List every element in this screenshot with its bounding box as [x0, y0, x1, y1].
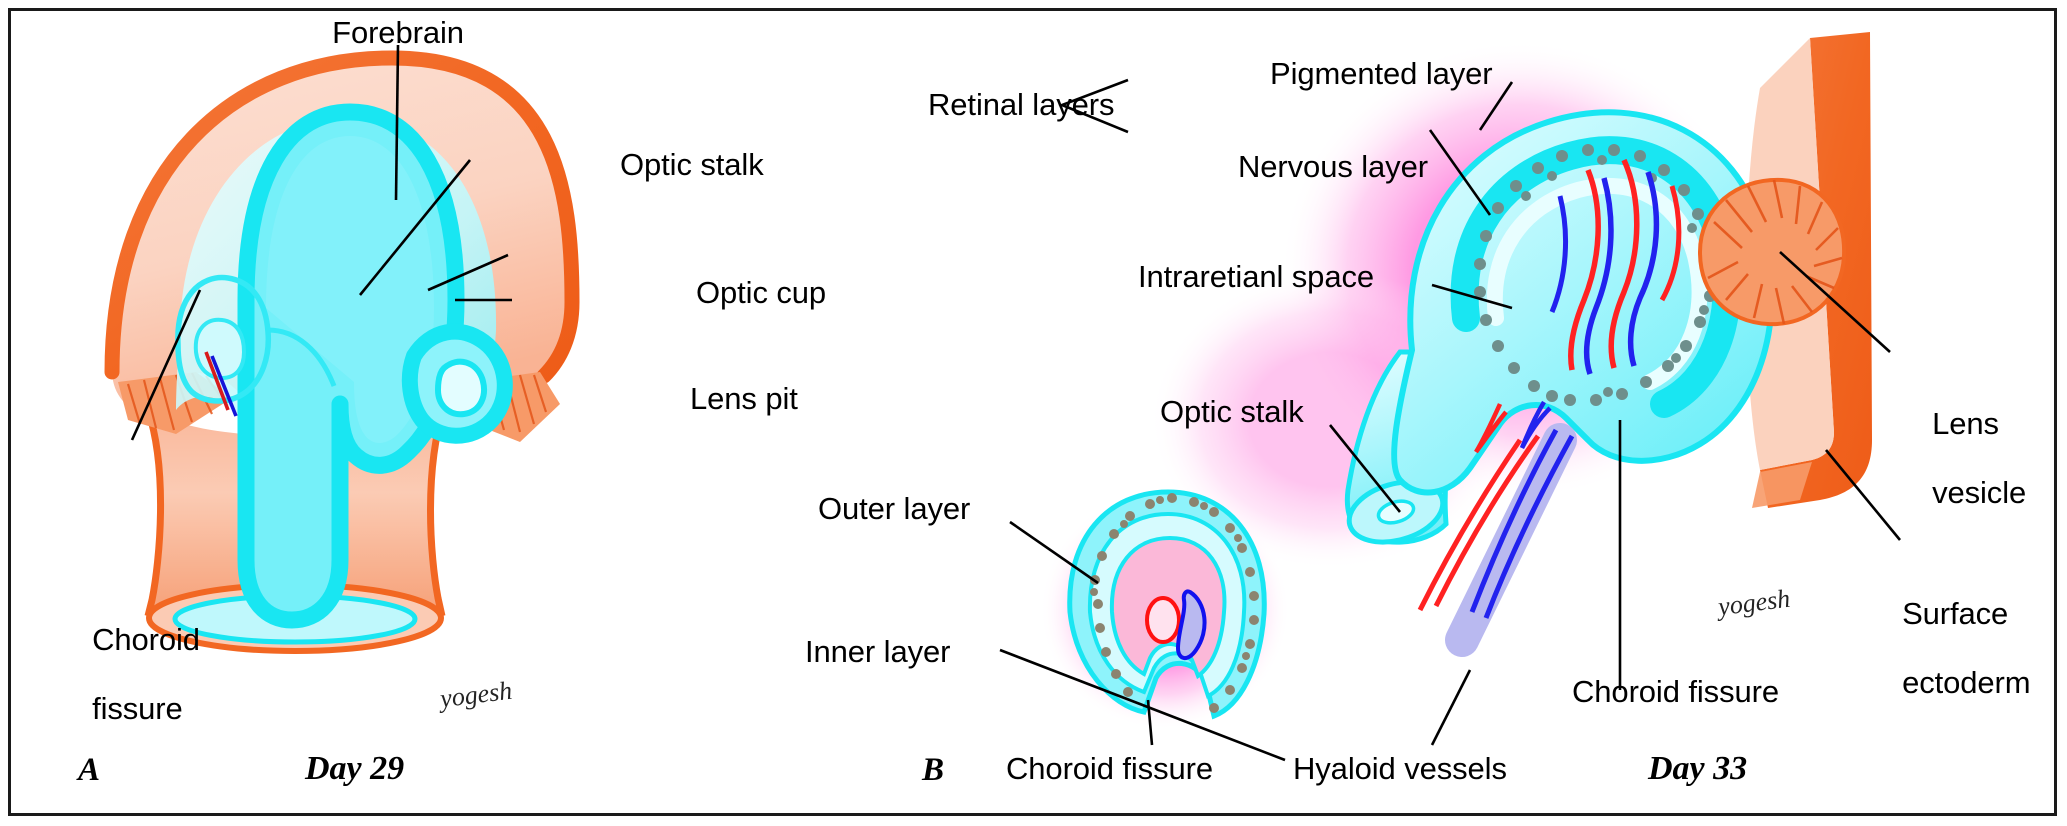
label-choroid-fissure-b: Choroid fissure — [1572, 674, 1779, 709]
label-optic-stalk-b: Optic stalk — [1160, 394, 1304, 429]
day-caption-a: Day 29 — [305, 750, 405, 787]
label-surface-ectoderm-line2: ectoderm — [1902, 665, 2031, 701]
label-optic-stalk-a: Optic stalk — [620, 147, 764, 182]
panel-id-b: B — [922, 752, 945, 788]
label-surface-ectoderm: Surface ectoderm — [1868, 562, 2031, 736]
label-nervous-layer: Nervous layer — [1238, 149, 1428, 184]
label-retinal-layers: Retinal layers — [928, 87, 1115, 122]
label-lens-pit: Lens pit — [690, 381, 798, 416]
label-lens-vesicle-line1: Lens — [1932, 405, 1999, 441]
label-intraretinal-space: Intraretianl space — [1138, 259, 1374, 294]
label-lens-vesicle: Lens vesicle — [1898, 372, 2026, 546]
label-hyaloid-vessels: Hyaloid vessels — [1293, 751, 1507, 786]
label-forebrain: Forebrain — [332, 15, 464, 50]
label-lens-vesicle-line2: vesicle — [1932, 475, 2027, 511]
label-choroid-fissure-inset: Choroid fissure — [1006, 751, 1213, 786]
label-choroid-fissure-a-line1: Choroid — [92, 621, 200, 657]
panel-id-a: A — [78, 752, 101, 788]
label-outer-layer: Outer layer — [818, 491, 971, 526]
label-inner-layer: Inner layer — [805, 634, 951, 669]
label-choroid-fissure-a: Choroid fissure — [58, 588, 200, 762]
label-optic-cup-a: Optic cup — [696, 275, 827, 310]
label-choroid-fissure-a-line2: fissure — [92, 691, 183, 727]
label-pigmented-layer: Pigmented layer — [1270, 56, 1493, 91]
day-caption-b: Day 33 — [1648, 750, 1748, 787]
label-surface-ectoderm-line1: Surface — [1902, 595, 2009, 631]
